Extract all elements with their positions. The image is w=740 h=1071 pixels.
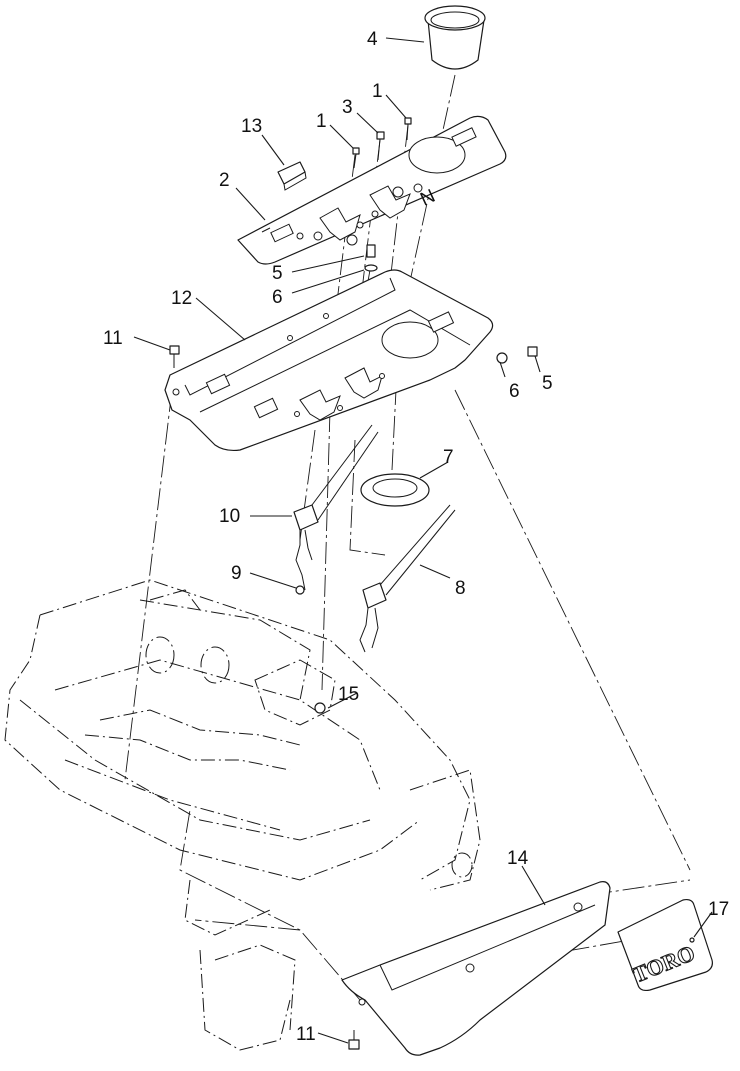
bolt-washer-parts	[364, 244, 538, 364]
callout-17: 17	[708, 899, 729, 920]
callout-7: 7	[443, 447, 454, 468]
callout-labels: 4 1 3 1 13 2 5 6 12 11 6 5 7 10 9 8 15 1…	[103, 29, 729, 1045]
bolt-11-parts	[169, 345, 360, 1050]
cup-holder-part	[424, 5, 486, 70]
callout-leaders	[133, 37, 713, 1044]
callout-11: 11	[103, 328, 123, 349]
callout-14: 14	[507, 848, 529, 869]
frame-ghost	[4, 579, 481, 1051]
callout-9: 9	[231, 563, 242, 584]
callout-1: 1	[316, 111, 327, 132]
callout-5: 5	[272, 263, 283, 284]
switch-assembly-8	[359, 504, 456, 653]
callout-15: 15	[338, 684, 359, 705]
callout-6: 6	[509, 381, 520, 402]
callout-1: 1	[372, 81, 383, 102]
callout-11: 11	[296, 1024, 316, 1045]
callout-12: 12	[171, 288, 192, 309]
callout-5: 5	[542, 373, 553, 394]
grommet-ring-part	[360, 473, 430, 507]
callout-2: 2	[219, 170, 230, 191]
callout-3: 3	[342, 97, 353, 118]
lower-bracket-part	[341, 881, 611, 1056]
switch-assembly-10	[293, 424, 379, 591]
callout-6: 6	[272, 287, 283, 308]
control-panel-plate: N	[237, 115, 507, 265]
callout-4: 4	[367, 29, 378, 50]
callout-10: 10	[219, 506, 240, 527]
mount-plate-part	[164, 269, 494, 452]
toro-decal: TORO	[617, 898, 713, 992]
knob-cap-part	[277, 161, 307, 191]
screw-parts	[352, 117, 412, 169]
callout-8: 8	[455, 578, 466, 599]
nut-parts	[295, 585, 326, 714]
callout-13: 13	[241, 116, 262, 137]
assembly-leaders	[124, 74, 691, 1001]
